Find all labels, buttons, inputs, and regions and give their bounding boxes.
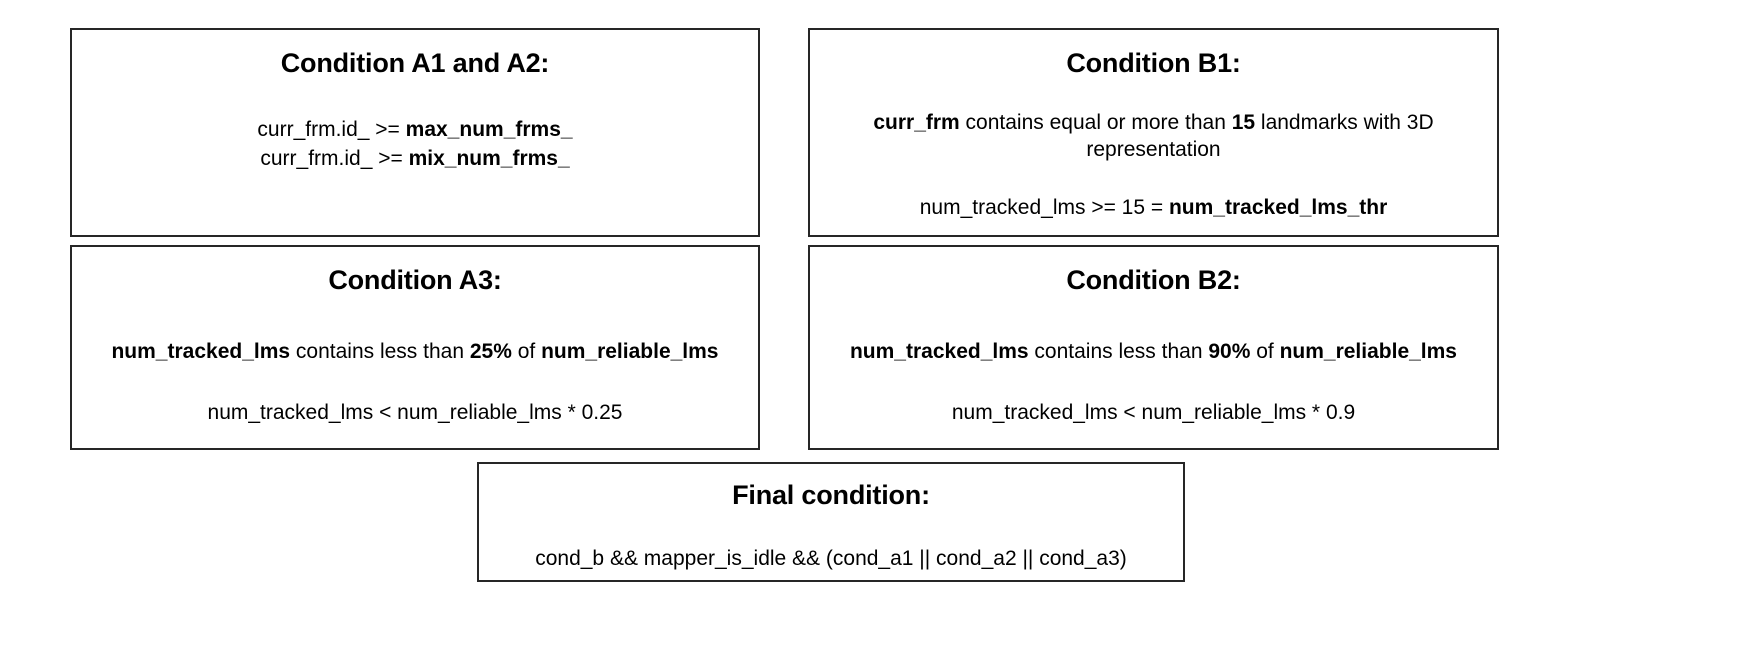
final-condition-formula: cond_b && mapper_is_idle && (cond_a1 || … — [535, 547, 1127, 571]
condition-a3-desc-bold-3: num_reliable_lms — [541, 340, 719, 364]
condition-a3-desc-mid-2: of — [511, 340, 542, 364]
condition-b2-desc-mid-2: of — [1250, 340, 1280, 364]
condition-b2-desc-bold-2: 90% — [1208, 340, 1251, 364]
condition-a1-formula: curr_frm.id_ >= max_num_frms_ — [257, 116, 572, 143]
condition-b2-formula: num_tracked_lms < num_reliable_lms * 0.9 — [951, 401, 1356, 425]
condition-b2-desc-bold-1: num_tracked_lms — [849, 340, 1029, 364]
condition-b1-description: curr_frm contains equal or more than 15 … — [810, 109, 1497, 164]
condition-b1-desc-bold-2: 15 — [1231, 111, 1256, 135]
condition-b2-title: Condition B2: — [1066, 265, 1241, 295]
condition-b1-box: Condition B1: curr_frm contains equal or… — [808, 28, 1499, 237]
condition-b2-box: Condition B2: num_tracked_lms contains l… — [808, 245, 1499, 450]
condition-b1-desc-tail: landmarks with 3D representation — [1086, 111, 1434, 162]
condition-b1-formula: num_tracked_lms >= 15 = num_tracked_lms_… — [920, 194, 1388, 221]
condition-a3-desc-bold-2: 25% — [469, 340, 512, 364]
final-condition-title: Final condition: — [732, 480, 930, 510]
condition-b2-desc-bold-3: num_reliable_lms — [1279, 340, 1457, 364]
condition-a2-formula-plain: curr_frm.id_ >= — [260, 147, 409, 171]
condition-b1-formula-bold: num_tracked_lms_thr — [1168, 195, 1388, 219]
condition-b1-desc-mid-1: contains equal or more than — [959, 111, 1232, 135]
condition-a3-desc-mid-1: contains less than — [290, 340, 470, 364]
condition-a3-description: num_tracked_lms contains less than 25% o… — [85, 338, 744, 365]
condition-b1-formula-plain: num_tracked_lms >= 15 = — [919, 195, 1169, 219]
condition-a2-formula-bold: mix_num_frms_ — [408, 147, 570, 171]
condition-b1-title: Condition B1: — [1066, 48, 1241, 78]
condition-a1-a2-title: Condition A1 and A2: — [280, 48, 550, 78]
condition-a3-formula: num_tracked_lms < num_reliable_lms * 0.2… — [207, 401, 623, 425]
condition-a1-formula-bold: max_num_frms_ — [405, 118, 573, 142]
final-condition-box: Final condition: cond_b && mapper_is_idl… — [477, 462, 1185, 582]
condition-b2-desc-mid-1: contains less than — [1028, 340, 1209, 364]
condition-a3-box: Condition A3: num_tracked_lms contains l… — [70, 245, 760, 450]
condition-b2-description: num_tracked_lms contains less than 90% o… — [824, 338, 1483, 365]
condition-a1-formula-plain: curr_frm.id_ >= — [257, 118, 406, 142]
condition-a2-formula: curr_frm.id_ >= mix_num_frms_ — [257, 145, 572, 172]
condition-a3-desc-bold-1: num_tracked_lms — [111, 340, 291, 364]
condition-b1-desc-bold-1: curr_frm — [873, 111, 960, 135]
condition-a1-a2-formulas: curr_frm.id_ >= max_num_frms_ curr_frm.i… — [257, 116, 572, 175]
condition-a1-a2-box: Condition A1 and A2: curr_frm.id_ >= max… — [70, 28, 760, 237]
condition-a3-title: Condition A3: — [328, 265, 502, 295]
